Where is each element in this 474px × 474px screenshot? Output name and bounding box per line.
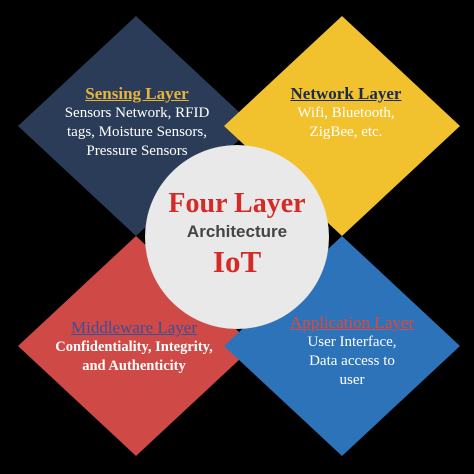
center-label: Four Layer Architecture IoT <box>150 188 324 280</box>
network-layer-line-1: Wifi, Bluetooth, <box>297 105 395 121</box>
middleware-layer-title: Middleware Layer <box>70 318 198 337</box>
middleware-layer-line-1: Confidentiality, Integrity, <box>55 339 213 355</box>
application-layer-line-3: user <box>339 372 365 388</box>
application-layer-line-1: User Interface, <box>307 334 397 350</box>
application-layer-line-2: Data access to <box>309 353 395 369</box>
sensing-layer-block: Sensing Layer Sensors Network, RFID tags… <box>28 84 246 161</box>
network-layer-line-2: ZigBee, etc. <box>309 124 383 140</box>
middleware-layer-line-2: and Authenticity <box>82 358 186 374</box>
sensing-layer-title: Sensing Layer <box>85 84 189 103</box>
application-layer-title: Application Layer <box>289 313 415 332</box>
middleware-layer-block: Middleware Layer Confidentiality, Integr… <box>18 318 250 376</box>
center-iot-tag: IoT <box>212 244 262 279</box>
sensing-layer-line-1: Sensors Network, RFID <box>64 105 210 121</box>
sensing-layer-line-3: Pressure Sensors <box>86 143 188 159</box>
application-layer-block: Application Layer User Interface, Data a… <box>262 313 442 390</box>
center-subtitle: Architecture <box>186 222 288 241</box>
center-title: Four Layer <box>168 188 306 219</box>
sensing-layer-line-2: tags, Moisture Sensors, <box>67 124 207 140</box>
network-layer-title: Network Layer <box>290 84 402 103</box>
network-layer-block: Network Layer Wifi, Bluetooth, ZigBee, e… <box>258 84 434 142</box>
center-circle <box>145 145 329 329</box>
